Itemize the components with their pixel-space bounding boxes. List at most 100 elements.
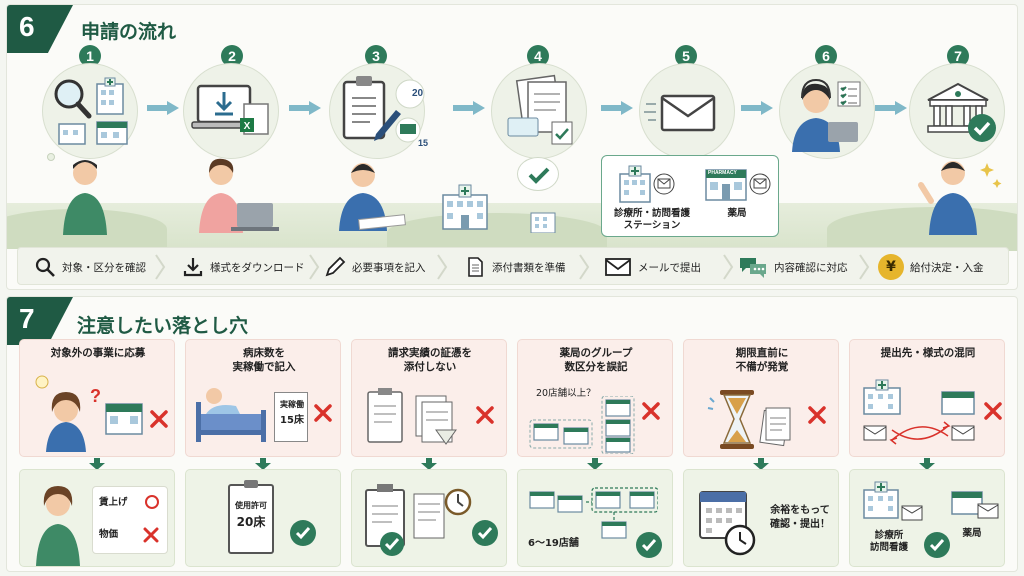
check-icon	[472, 520, 498, 546]
check-icon	[636, 532, 662, 558]
flow-arrow-icon	[453, 101, 485, 115]
pharmacy-group-illustration	[529, 396, 635, 454]
mail-icon	[604, 256, 632, 278]
step-2: 2	[177, 45, 287, 67]
step-1: 1	[35, 45, 145, 67]
submit-clinic-label: 診療所・訪問看護 ステーション	[613, 208, 690, 231]
x-icon	[314, 404, 332, 422]
circle-ok-icon	[145, 495, 159, 509]
pharmacy-icon	[705, 169, 771, 201]
step-5: 5	[631, 45, 741, 67]
x-icon	[642, 402, 660, 420]
caption-step-2: 様式をダウンロード	[182, 248, 305, 286]
pitfall-card-2: 病床数を 実稼働で記入 実稼働 15床	[185, 339, 341, 567]
happy-person-illustration	[918, 161, 1002, 235]
mail-icon	[644, 94, 716, 132]
step-caption-bar: 対象・区分を確認 様式をダウンロード 必要事項を記入 添付書類を準備 メールで提…	[17, 247, 1009, 285]
confused-person-illustration: ?	[35, 375, 143, 452]
pharmacy-network-illustration	[529, 487, 658, 539]
magnifier-icon	[54, 77, 128, 145]
chat-icon	[738, 256, 768, 278]
down-arrow-icon	[255, 458, 271, 470]
chevron-right-icon	[723, 254, 734, 280]
document-stack-icon	[507, 74, 573, 145]
flow-arrow-icon	[289, 101, 321, 115]
application-flow-section: 6 申請の流れ 1 2 3 4 5 6 7	[6, 4, 1018, 290]
x-icon	[984, 402, 1002, 420]
pitfall-solution	[351, 469, 507, 567]
flow-arrow-icon	[875, 101, 907, 115]
chevron-right-icon	[579, 254, 590, 280]
correct-destinations-illustration	[863, 481, 999, 521]
section-title: 申請の流れ	[81, 21, 177, 43]
chevron-right-icon	[155, 254, 166, 280]
step-5-illustration	[639, 63, 735, 159]
complete-documents-illustration	[365, 484, 472, 556]
hospital-bed-illustration	[196, 388, 266, 442]
hospital-icon	[442, 184, 488, 230]
magnifier-icon	[34, 256, 56, 278]
pointing-person-illustration	[36, 486, 80, 566]
pitfall-card-1: 対象外の事業に応募 ?	[19, 339, 175, 567]
chevron-right-icon	[309, 254, 320, 280]
beds-15-label: 15	[418, 138, 429, 148]
svg-text:X: X	[244, 121, 251, 132]
pen-icon	[324, 256, 346, 278]
step-3: 3	[321, 45, 431, 67]
landscape-strip	[7, 203, 1017, 253]
step-2-illustration: X	[183, 63, 279, 159]
thinking-person-illustration	[63, 160, 107, 235]
step-7: 7	[903, 45, 1013, 67]
x-icon	[150, 410, 168, 428]
caption-step-7: ¥ 給付決定・入金	[878, 248, 984, 286]
step-1-illustration	[42, 63, 138, 159]
down-arrow-icon	[587, 458, 603, 470]
step-6: 6	[771, 45, 881, 67]
pitfall-card-6: 提出先・様式の混同	[849, 339, 1005, 567]
pharmacy-sign: PHARMACY	[708, 170, 737, 176]
permit-clipboard: 使用許可 20床	[228, 480, 274, 554]
small-building-icon	[530, 212, 556, 233]
support-operator-icon	[792, 78, 861, 152]
check-bubble	[517, 157, 559, 191]
caption-step-1: 対象・区分を確認	[34, 248, 146, 286]
hourglass-icon	[707, 390, 791, 449]
down-arrow-icon	[89, 458, 105, 470]
download-icon	[182, 256, 204, 278]
caption-step-4: 添付書類を準備	[464, 248, 566, 286]
flow-arrow-icon	[601, 101, 633, 115]
check-icon	[290, 520, 316, 546]
section-number-badge: 7	[7, 297, 73, 345]
check-icon	[528, 167, 550, 184]
step-4: 4	[483, 45, 593, 67]
clipboard-icon	[342, 76, 425, 143]
missing-documents-illustration	[367, 388, 457, 445]
pitfall-card-5: 期限直前に 不備が発覚	[683, 339, 839, 567]
step-7-illustration	[909, 63, 1005, 159]
x-icon	[476, 406, 494, 424]
caption-step-5: メールで提出	[604, 248, 701, 286]
document-icon	[464, 256, 486, 278]
pitfall-solution: 余裕をもって 確認・提出！	[683, 469, 839, 567]
pitfall-problem: 請求実績の証憑を 添付しない	[351, 339, 507, 457]
pitfall-problem: 病床数を 実稼働で記入 実稼働 15床	[185, 339, 341, 457]
pitfall-card-3: 請求実績の証憑を 添付しない	[351, 339, 507, 567]
pitfall-problem: 対象外の事業に応募 ?	[19, 339, 175, 457]
check-icon	[924, 532, 950, 558]
step-3-illustration: 20 15	[329, 63, 429, 159]
beds-count-label: 20	[412, 88, 424, 99]
pitfall-solution: 診療所 訪問看護 薬局	[849, 469, 1005, 567]
eligibility-panel: 賃上げ 物価	[92, 486, 168, 554]
caption-step-6: 内容確認に対応	[738, 248, 848, 286]
person-writing-illustration	[339, 163, 406, 231]
svg-text:?: ?	[90, 386, 101, 406]
pitfall-solution: 6〜19店舗	[517, 469, 673, 567]
submit-destination-box: PHARMACY 診療所・訪問看護 ステーション 薬局	[601, 155, 779, 237]
pitfall-solution: 使用許可 20床	[185, 469, 341, 567]
yen-coin-icon: ¥	[878, 254, 904, 280]
step-4-illustration	[491, 63, 587, 159]
pitfall-card-4: 薬局のグループ 数区分を誤記 20店舗以上？	[517, 339, 673, 567]
flow-arrow-icon	[147, 101, 179, 115]
pitfall-problem: 薬局のグループ 数区分を誤記 20店舗以上？	[517, 339, 673, 457]
pitfall-problem: 提出先・様式の混同	[849, 339, 1005, 457]
